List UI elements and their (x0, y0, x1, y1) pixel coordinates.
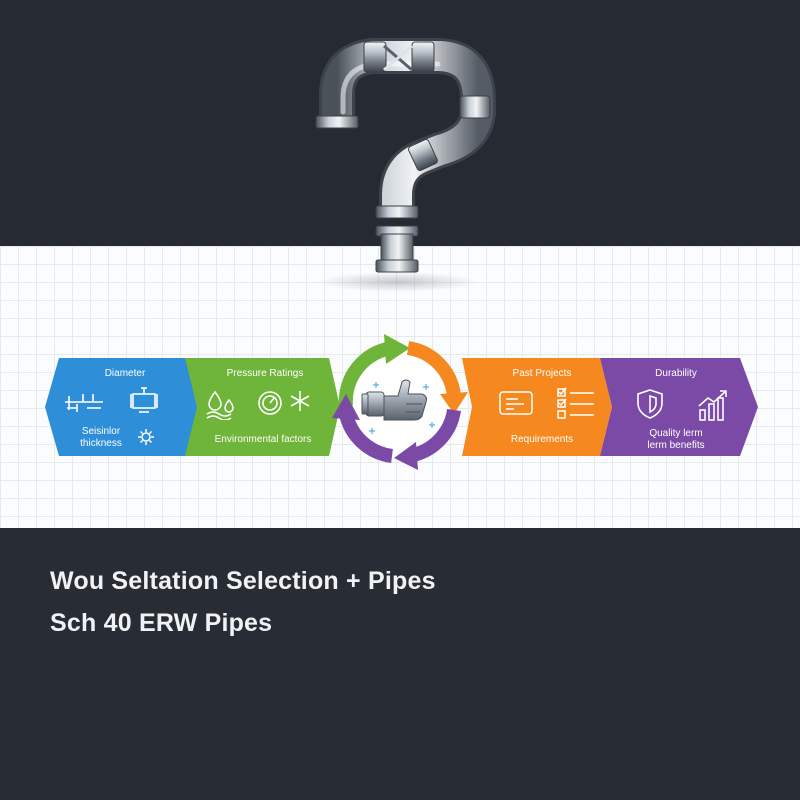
pressure-card-shape (185, 358, 340, 456)
orange-cycle-arrow (406, 341, 461, 398)
pipe-fitting-icon (130, 387, 158, 413)
diameter-label: Diameter (104, 368, 146, 379)
quality-benefits-label: Quality lerm lerm benefits (647, 428, 705, 451)
environmental-factors-label: Environmental factors (214, 434, 312, 445)
durability-card-shape (600, 358, 758, 456)
pipe-question-mark-icon (315, 38, 496, 292)
bottom-section (0, 528, 800, 800)
gear-icon (138, 429, 154, 445)
purple-arrowhead-left (332, 394, 360, 420)
center-cycle (332, 334, 468, 470)
water-drops-icon (206, 390, 234, 420)
past-projects-label: Past Projects (512, 368, 572, 379)
checklist-icon (557, 387, 594, 419)
pressure-gauge-icon (258, 391, 282, 415)
pressure-card: Pressure Ratings Environmental factors (185, 358, 340, 456)
blueprint-icon (499, 391, 533, 415)
purple-cycle-arrow-left (339, 412, 394, 463)
headline-line-2: Sch 40 ERW Pipes (50, 609, 273, 637)
growth-chart-icon (698, 390, 727, 421)
shield-icon (637, 389, 663, 419)
projects-card-shape (462, 358, 612, 456)
pipe-thumbs-up-icon (361, 379, 435, 434)
diameter-card: Diameter Seisinlor thickness (45, 358, 205, 456)
projects-card: Past Projects Requirements (462, 358, 612, 456)
durability-label: Durability (655, 368, 697, 379)
purple-arrowhead-right (394, 442, 418, 470)
wall-thickness-label: Seisinlor thickness (80, 426, 122, 449)
diameter-card-shape (45, 358, 205, 456)
headline-line-1: Wou Seltation Selection + Pipes (50, 567, 436, 595)
green-arrowhead (384, 334, 410, 364)
snowflake-icon (290, 391, 310, 411)
requirements-label: Requirements (510, 434, 574, 445)
caliper-icon (65, 394, 103, 412)
orange-arrowhead (440, 392, 468, 414)
durability-card: Durability Quality lerm lerm benefits (600, 358, 758, 456)
pressure-ratings-label: Pressure Ratings (226, 368, 304, 379)
